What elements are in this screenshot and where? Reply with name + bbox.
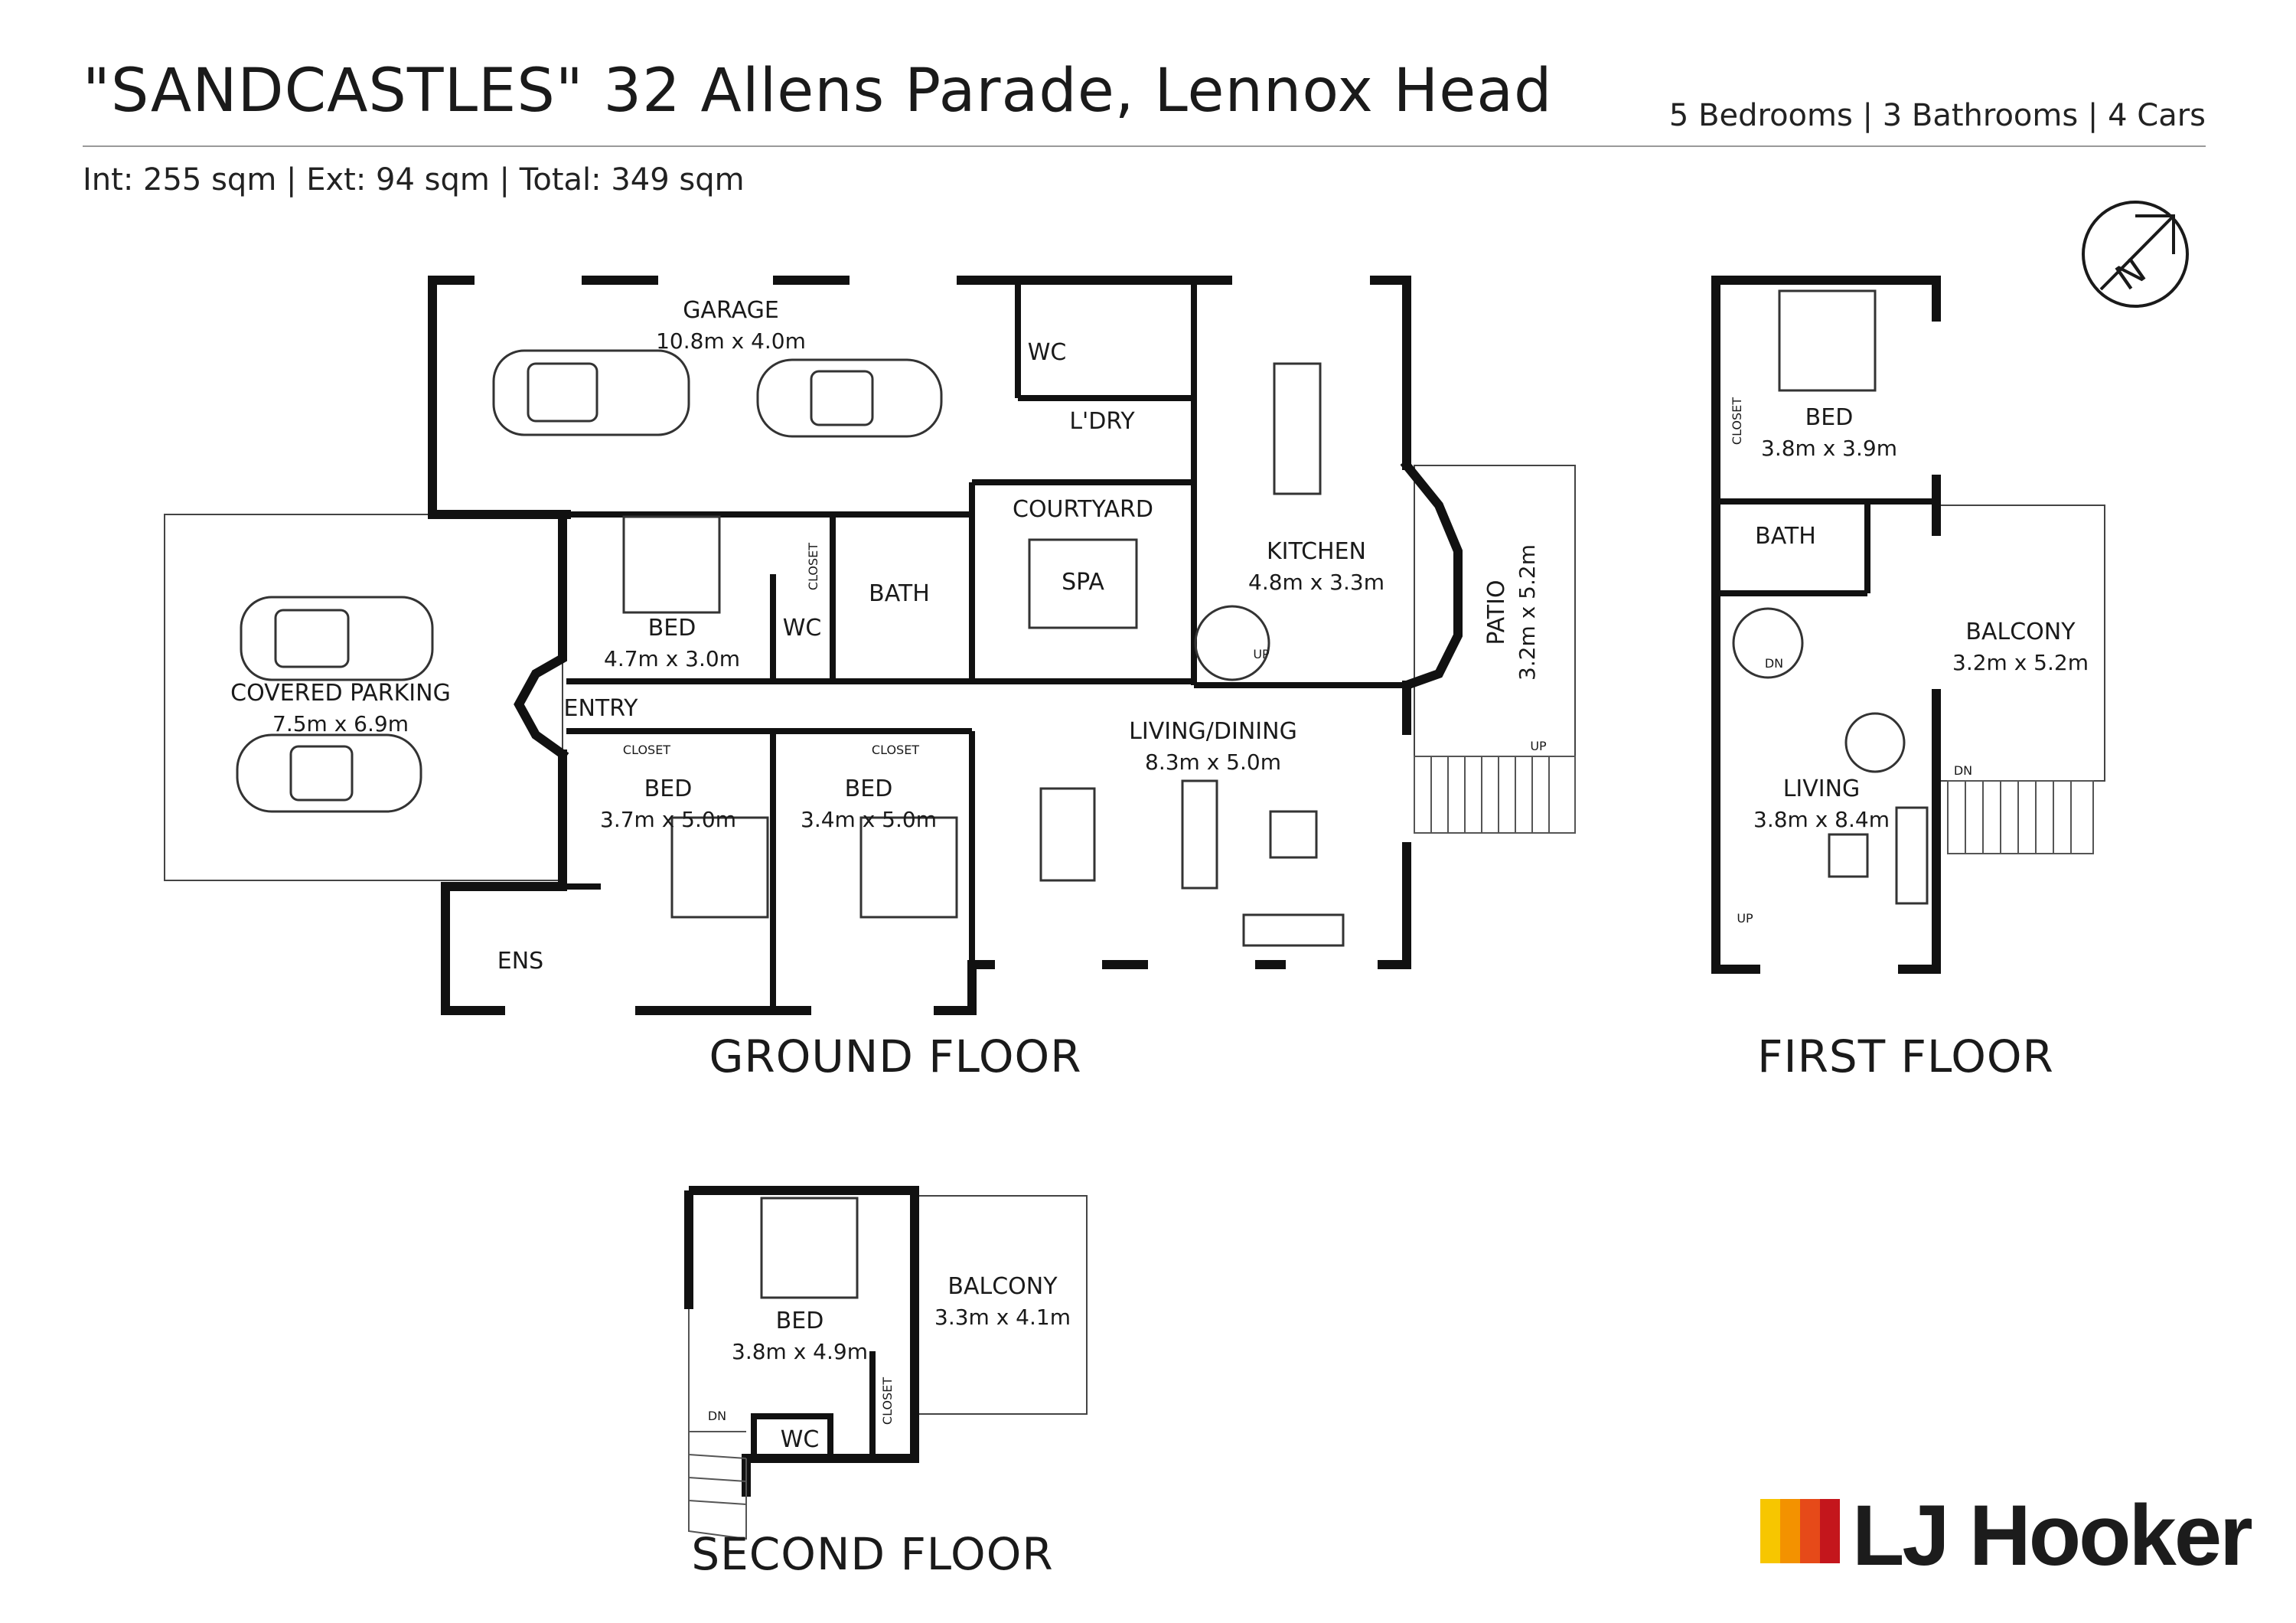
first-living-label: LIVING — [1783, 776, 1861, 802]
first-living-dim: 3.8m x 8.4m — [1753, 807, 1890, 832]
coffee-table — [1269, 810, 1318, 859]
brand-name: LJ Hooker — [1852, 1487, 2253, 1583]
first-dining-table — [1844, 712, 1906, 773]
living-dining-label: LIVING/DINING — [1129, 718, 1297, 745]
second-stairs — [688, 1309, 747, 1540]
north-letter: N — [2108, 250, 2153, 299]
spa-tub — [1028, 538, 1138, 629]
bed2-closet-label: CLOSET — [623, 743, 670, 757]
covered-parking-dim: 7.5m x 6.9m — [272, 711, 409, 736]
parking-car-2 — [236, 733, 422, 813]
garage-dim: 10.8m x 4.0m — [656, 328, 806, 354]
patio-up-label: UP — [1530, 739, 1547, 753]
second-wc-label: WC — [781, 1426, 820, 1453]
second-floor-title: SECOND FLOOR — [691, 1528, 1053, 1580]
second-dn-label: DN — [708, 1409, 726, 1423]
logo-stripe-1 — [1760, 1499, 1780, 1563]
garage-label: GARAGE — [683, 297, 779, 324]
bed2-label: BED — [644, 776, 693, 802]
living-dining-dim: 8.3m x 5.0m — [1145, 749, 1281, 775]
patio-stairs — [1414, 756, 1576, 834]
second-bed-furniture — [760, 1197, 859, 1299]
first-bath-label: BATH — [1755, 523, 1816, 550]
listing-title: "SANDCASTLES" 32 Allens Parade, Lennox H… — [83, 57, 1553, 126]
first-balcony-stairs — [1947, 780, 2094, 854]
logo-stripe-3 — [1800, 1499, 1820, 1563]
first-dn-label: DN — [1765, 656, 1783, 671]
kitchen-up-label: UP — [1253, 647, 1270, 661]
second-floor-plan: BED 3.8m x 4.9m BALCONY 3.3m x 4.1m CLOS… — [684, 1186, 1088, 1580]
entry-label: ENTRY — [564, 695, 639, 722]
first-up-label: UP — [1737, 911, 1753, 926]
wc1-label: WC — [1028, 339, 1067, 366]
bed1-label: BED — [648, 615, 696, 642]
first-sofa — [1895, 806, 1929, 905]
first-floor-title: FIRST FLOOR — [1757, 1030, 2054, 1083]
bed-3-furniture — [859, 816, 958, 919]
logo-stripe-2 — [1780, 1499, 1800, 1563]
property-areas: Int: 255 sqm | Ext: 94 sqm | Total: 349 … — [83, 162, 745, 198]
first-balcony-dn-label: DN — [1954, 763, 1972, 778]
header-divider — [83, 145, 2206, 147]
dining-table — [1039, 787, 1096, 882]
first-balcony-dim: 3.2m x 5.2m — [1952, 650, 2089, 675]
north-arrow-icon: N — [2082, 201, 2189, 308]
patio-dim: 3.2m x 5.2m — [1515, 544, 1540, 681]
garage-car-1 — [492, 349, 690, 436]
logo-stripe-4 — [1820, 1499, 1840, 1563]
laundry-label: L'DRY — [1069, 408, 1135, 435]
second-bed-dim: 3.8m x 4.9m — [732, 1339, 868, 1364]
bed3-dim: 3.4m x 5.0m — [801, 807, 937, 832]
kitchen-label: KITCHEN — [1267, 538, 1366, 565]
sofa — [1181, 779, 1218, 890]
parking-car-1 — [240, 596, 434, 681]
kitchen-dim: 4.8m x 3.3m — [1248, 570, 1384, 595]
bed3-closet-label: CLOSET — [872, 743, 919, 757]
covered-parking-area — [164, 514, 563, 881]
second-bed-label: BED — [776, 1308, 824, 1334]
patio-label: PATIO — [1483, 580, 1510, 645]
spiral-stair — [1194, 605, 1270, 681]
bed-2-furniture — [670, 816, 769, 919]
closet1-label: CLOSET — [806, 543, 820, 590]
covered-parking-label: COVERED PARKING — [230, 680, 451, 707]
lj-hooker-logo-icon — [1760, 1499, 1840, 1563]
bed1-dim: 4.7m x 3.0m — [604, 646, 740, 671]
first-bed-furniture — [1778, 289, 1877, 392]
first-closet-label: CLOSET — [1730, 397, 1744, 445]
courtyard-label: COURTYARD — [1013, 496, 1153, 523]
ground-floor-plan: GARAGE 10.8m x 4.0m WC L'DRY KITCHEN 4.8… — [164, 275, 1576, 1083]
first-coffee-table — [1828, 833, 1869, 878]
first-balcony-label: BALCONY — [1965, 619, 2076, 645]
second-balcony-label: BALCONY — [947, 1273, 1058, 1300]
bed3-label: BED — [845, 776, 893, 802]
ensuite-label: ENS — [497, 948, 543, 975]
first-floor-plan: CLOSET BED 3.8m x 3.9m BATH BALCONY 3.2m… — [1711, 276, 2105, 1083]
first-spiral-stair — [1732, 607, 1804, 679]
second-closet-label: CLOSET — [880, 1377, 895, 1425]
first-bed-label: BED — [1805, 404, 1854, 431]
property-specs: 5 Bedrooms | 3 Bathrooms | 4 Cars — [1668, 98, 2206, 133]
first-bed-dim: 3.8m x 3.9m — [1761, 436, 1897, 461]
spa-label: SPA — [1062, 569, 1104, 596]
kitchen-island — [1273, 362, 1322, 495]
second-balcony-dim: 3.3m x 4.1m — [934, 1305, 1071, 1330]
bath-label: BATH — [869, 580, 930, 607]
ground-floor-title: GROUND FLOOR — [709, 1030, 1081, 1083]
bed2-dim: 3.7m x 5.0m — [600, 807, 736, 832]
lounge — [1242, 913, 1345, 947]
bed-1-furniture — [622, 515, 721, 614]
wc2-label: WC — [783, 615, 822, 642]
garage-car-2 — [756, 358, 943, 438]
